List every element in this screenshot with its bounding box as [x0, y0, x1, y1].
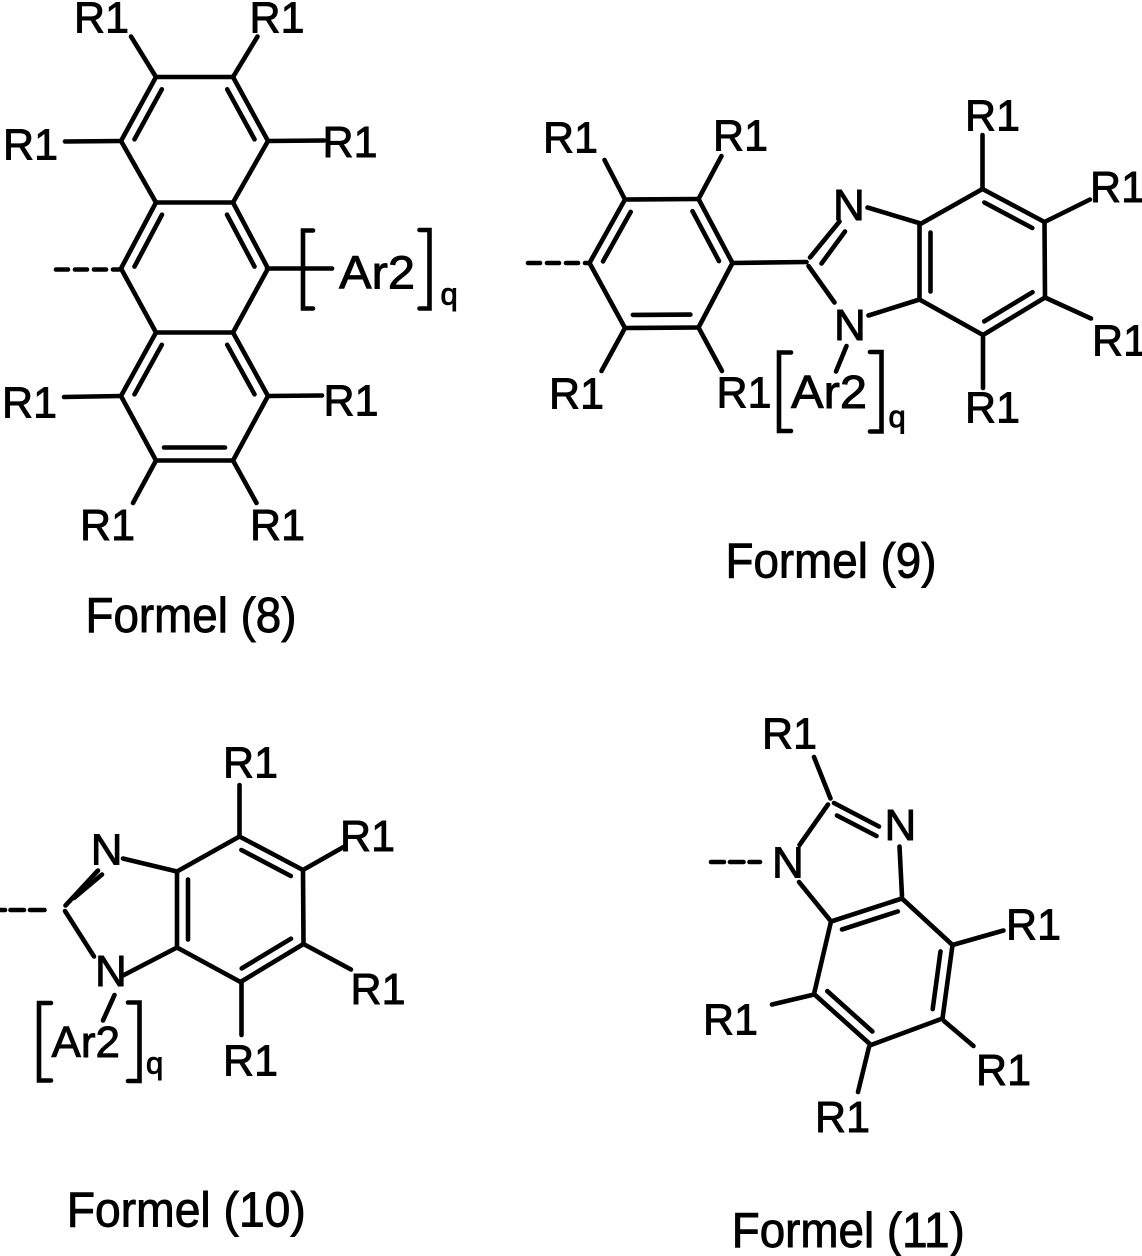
svg-text:R1: R1: [717, 369, 772, 418]
svg-text:N: N: [772, 839, 804, 888]
svg-text:Formel (11): Formel (11): [732, 1204, 965, 1256]
svg-text:Ar2: Ar2: [339, 247, 415, 299]
svg-text:R1: R1: [1092, 317, 1142, 366]
svg-text:q: q: [441, 277, 458, 312]
svg-text:N: N: [885, 801, 917, 850]
svg-text:R1: R1: [549, 370, 604, 419]
svg-text:R1: R1: [223, 738, 278, 787]
svg-text:R1: R1: [543, 113, 598, 162]
svg-text:N: N: [91, 826, 123, 875]
svg-text:Formel (8): Formel (8): [86, 589, 297, 643]
svg-text:R1: R1: [3, 121, 58, 170]
svg-text:R1: R1: [1006, 901, 1061, 950]
svg-text:Formel (9): Formel (9): [726, 535, 937, 589]
svg-text:R1: R1: [324, 377, 379, 426]
svg-text:R1: R1: [976, 1046, 1031, 1095]
svg-text:R1: R1: [815, 1093, 870, 1142]
svg-text:R1: R1: [351, 965, 406, 1014]
svg-text:R1: R1: [762, 709, 817, 758]
svg-text:R1: R1: [713, 112, 768, 161]
svg-text:Ar2: Ar2: [791, 366, 867, 418]
svg-text:R1: R1: [323, 118, 378, 167]
svg-text:R1: R1: [250, 501, 305, 550]
svg-text:q: q: [889, 399, 906, 434]
svg-text:R1: R1: [74, 0, 129, 43]
svg-text:R1: R1: [1090, 163, 1142, 212]
svg-text:Formel (10): Formel (10): [67, 1184, 306, 1238]
svg-text:R1: R1: [965, 384, 1020, 433]
svg-text:R1: R1: [340, 812, 395, 861]
svg-text:R1: R1: [703, 996, 758, 1045]
svg-text:R1: R1: [250, 0, 305, 43]
svg-text:R1: R1: [80, 501, 135, 550]
svg-text:N: N: [833, 181, 865, 230]
svg-text:Ar2: Ar2: [52, 1018, 120, 1067]
svg-text:q: q: [146, 1046, 163, 1081]
svg-text:R1: R1: [965, 91, 1020, 140]
svg-text:R1: R1: [223, 1036, 278, 1085]
svg-text:N: N: [95, 947, 127, 996]
svg-text:N: N: [834, 301, 866, 350]
svg-text:R1: R1: [2, 379, 57, 428]
